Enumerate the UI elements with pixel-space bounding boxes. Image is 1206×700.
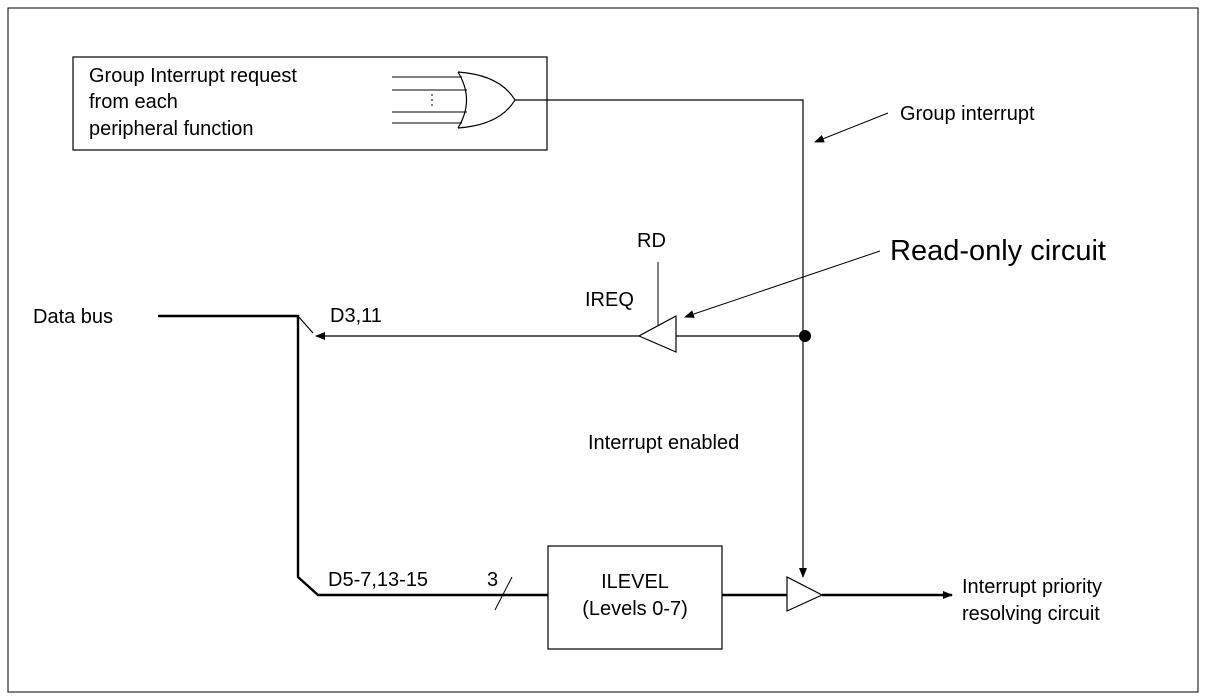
data-bus [158, 314, 548, 597]
source-line-1: Group Interrupt request [89, 65, 297, 87]
diagram-frame [7, 7, 1199, 693]
read-only-circuit-label: Read-only circuit [890, 235, 1106, 267]
d5-7-13-15-label: D5-7,13-15 [328, 569, 428, 591]
group-interrupt-pointer [814, 112, 889, 143]
source-line-3: peripheral function [89, 118, 254, 140]
interrupt-enabled-label: Interrupt enabled [588, 432, 739, 454]
rd-label: RD [637, 230, 666, 252]
priority-label-line-2: resolving circuit [962, 603, 1100, 625]
bus-width-label: 3 [487, 569, 498, 591]
priority-label-line-1: Interrupt priority [962, 576, 1102, 598]
ilevel-box [547, 545, 723, 650]
interrupt-request-box [72, 56, 548, 151]
ilevel-levels: (Levels 0-7) [582, 598, 688, 620]
source-line-2: from each [89, 91, 178, 113]
d3-11-label: D3,11 [330, 305, 382, 327]
group-interrupt-wire [515, 99, 807, 578]
ilevel-title: ILEVEL [601, 571, 669, 593]
data-bus-label: Data bus [33, 306, 113, 328]
group-interrupt-label: Group interrupt [900, 103, 1035, 125]
ireq-label: IREQ [585, 289, 634, 311]
or-gate-inputs [392, 76, 467, 124]
or-gate [457, 71, 516, 129]
bus-tap-top [297, 315, 314, 334]
bus-width-slash [494, 576, 513, 611]
read-only-pointer [684, 250, 881, 318]
enable-buffer [786, 576, 824, 612]
